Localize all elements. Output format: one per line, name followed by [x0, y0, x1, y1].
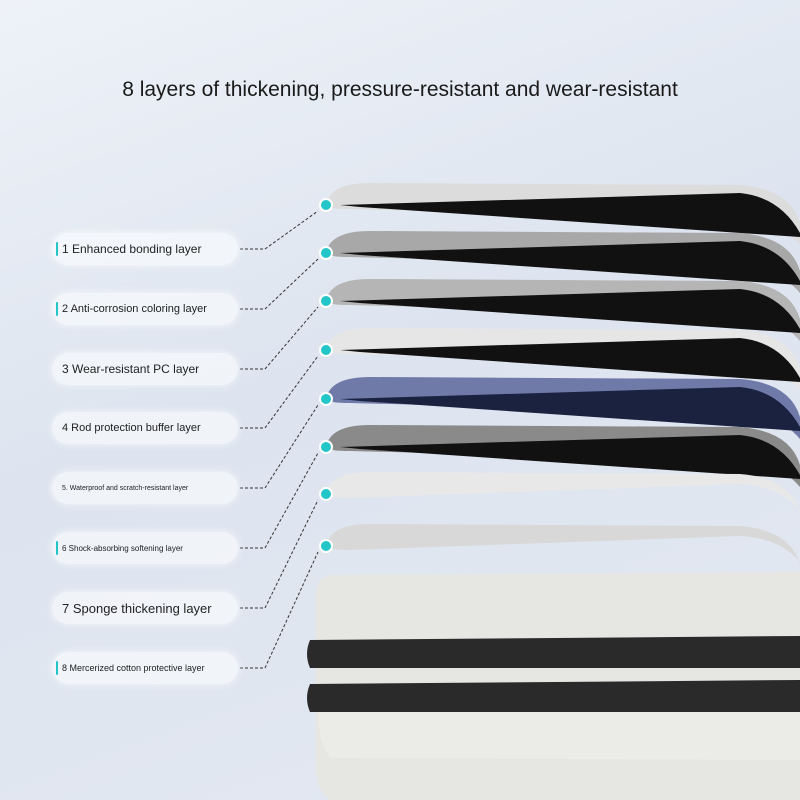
leader-line-8 [240, 551, 319, 669]
layer-plate-inner-3 [340, 289, 800, 333]
page-title: 8 layers of thickening, pressure-resista… [122, 78, 678, 101]
layer-plate-7 [326, 472, 800, 512]
layer-marker-dot-3 [319, 294, 333, 308]
layer-label-4: 4 Rod protection buffer layer [52, 412, 238, 444]
layer-plate-inner-2 [340, 241, 800, 285]
layer-plate-inner-4 [340, 338, 800, 382]
leader-line-1 [240, 210, 319, 250]
leader-line-3 [240, 306, 319, 370]
layer-marker-dot-4 [319, 343, 333, 357]
layer-label-6: 6 Shock-absorbing softening layer [52, 532, 238, 564]
layer-plate-8 [326, 524, 800, 564]
layer-marker-dot-7 [319, 487, 333, 501]
layer-plate-inner-5 [340, 387, 800, 431]
layer-plate-inner-6 [340, 435, 800, 479]
layer-marker-dot-8 [319, 539, 333, 553]
layer-marker-dot-5 [319, 392, 333, 406]
layer-label-8: 8 Mercerized cotton protective layer [52, 652, 238, 684]
layer-label-2: 2 Anti-corrosion coloring layer [52, 293, 238, 325]
layer-label-5: 5. Waterproof and scratch-resistant laye… [52, 472, 238, 504]
layer-plate-inner-1 [340, 193, 800, 237]
case-body [307, 572, 800, 800]
leader-line-6 [240, 452, 319, 549]
layer-marker-dot-1 [319, 198, 333, 212]
leader-line-2 [240, 258, 319, 310]
layer-label-1: 1 Enhanced bonding layer [52, 233, 238, 265]
leader-line-7 [240, 499, 319, 609]
layer-label-7: 7 Sponge thickening layer [52, 592, 238, 624]
layer-marker-dot-6 [319, 440, 333, 454]
layer-label-3: 3 Wear-resistant PC layer [52, 353, 238, 385]
layer-marker-dot-2 [319, 246, 333, 260]
leader-line-4 [240, 355, 319, 429]
leader-line-5 [240, 404, 319, 489]
